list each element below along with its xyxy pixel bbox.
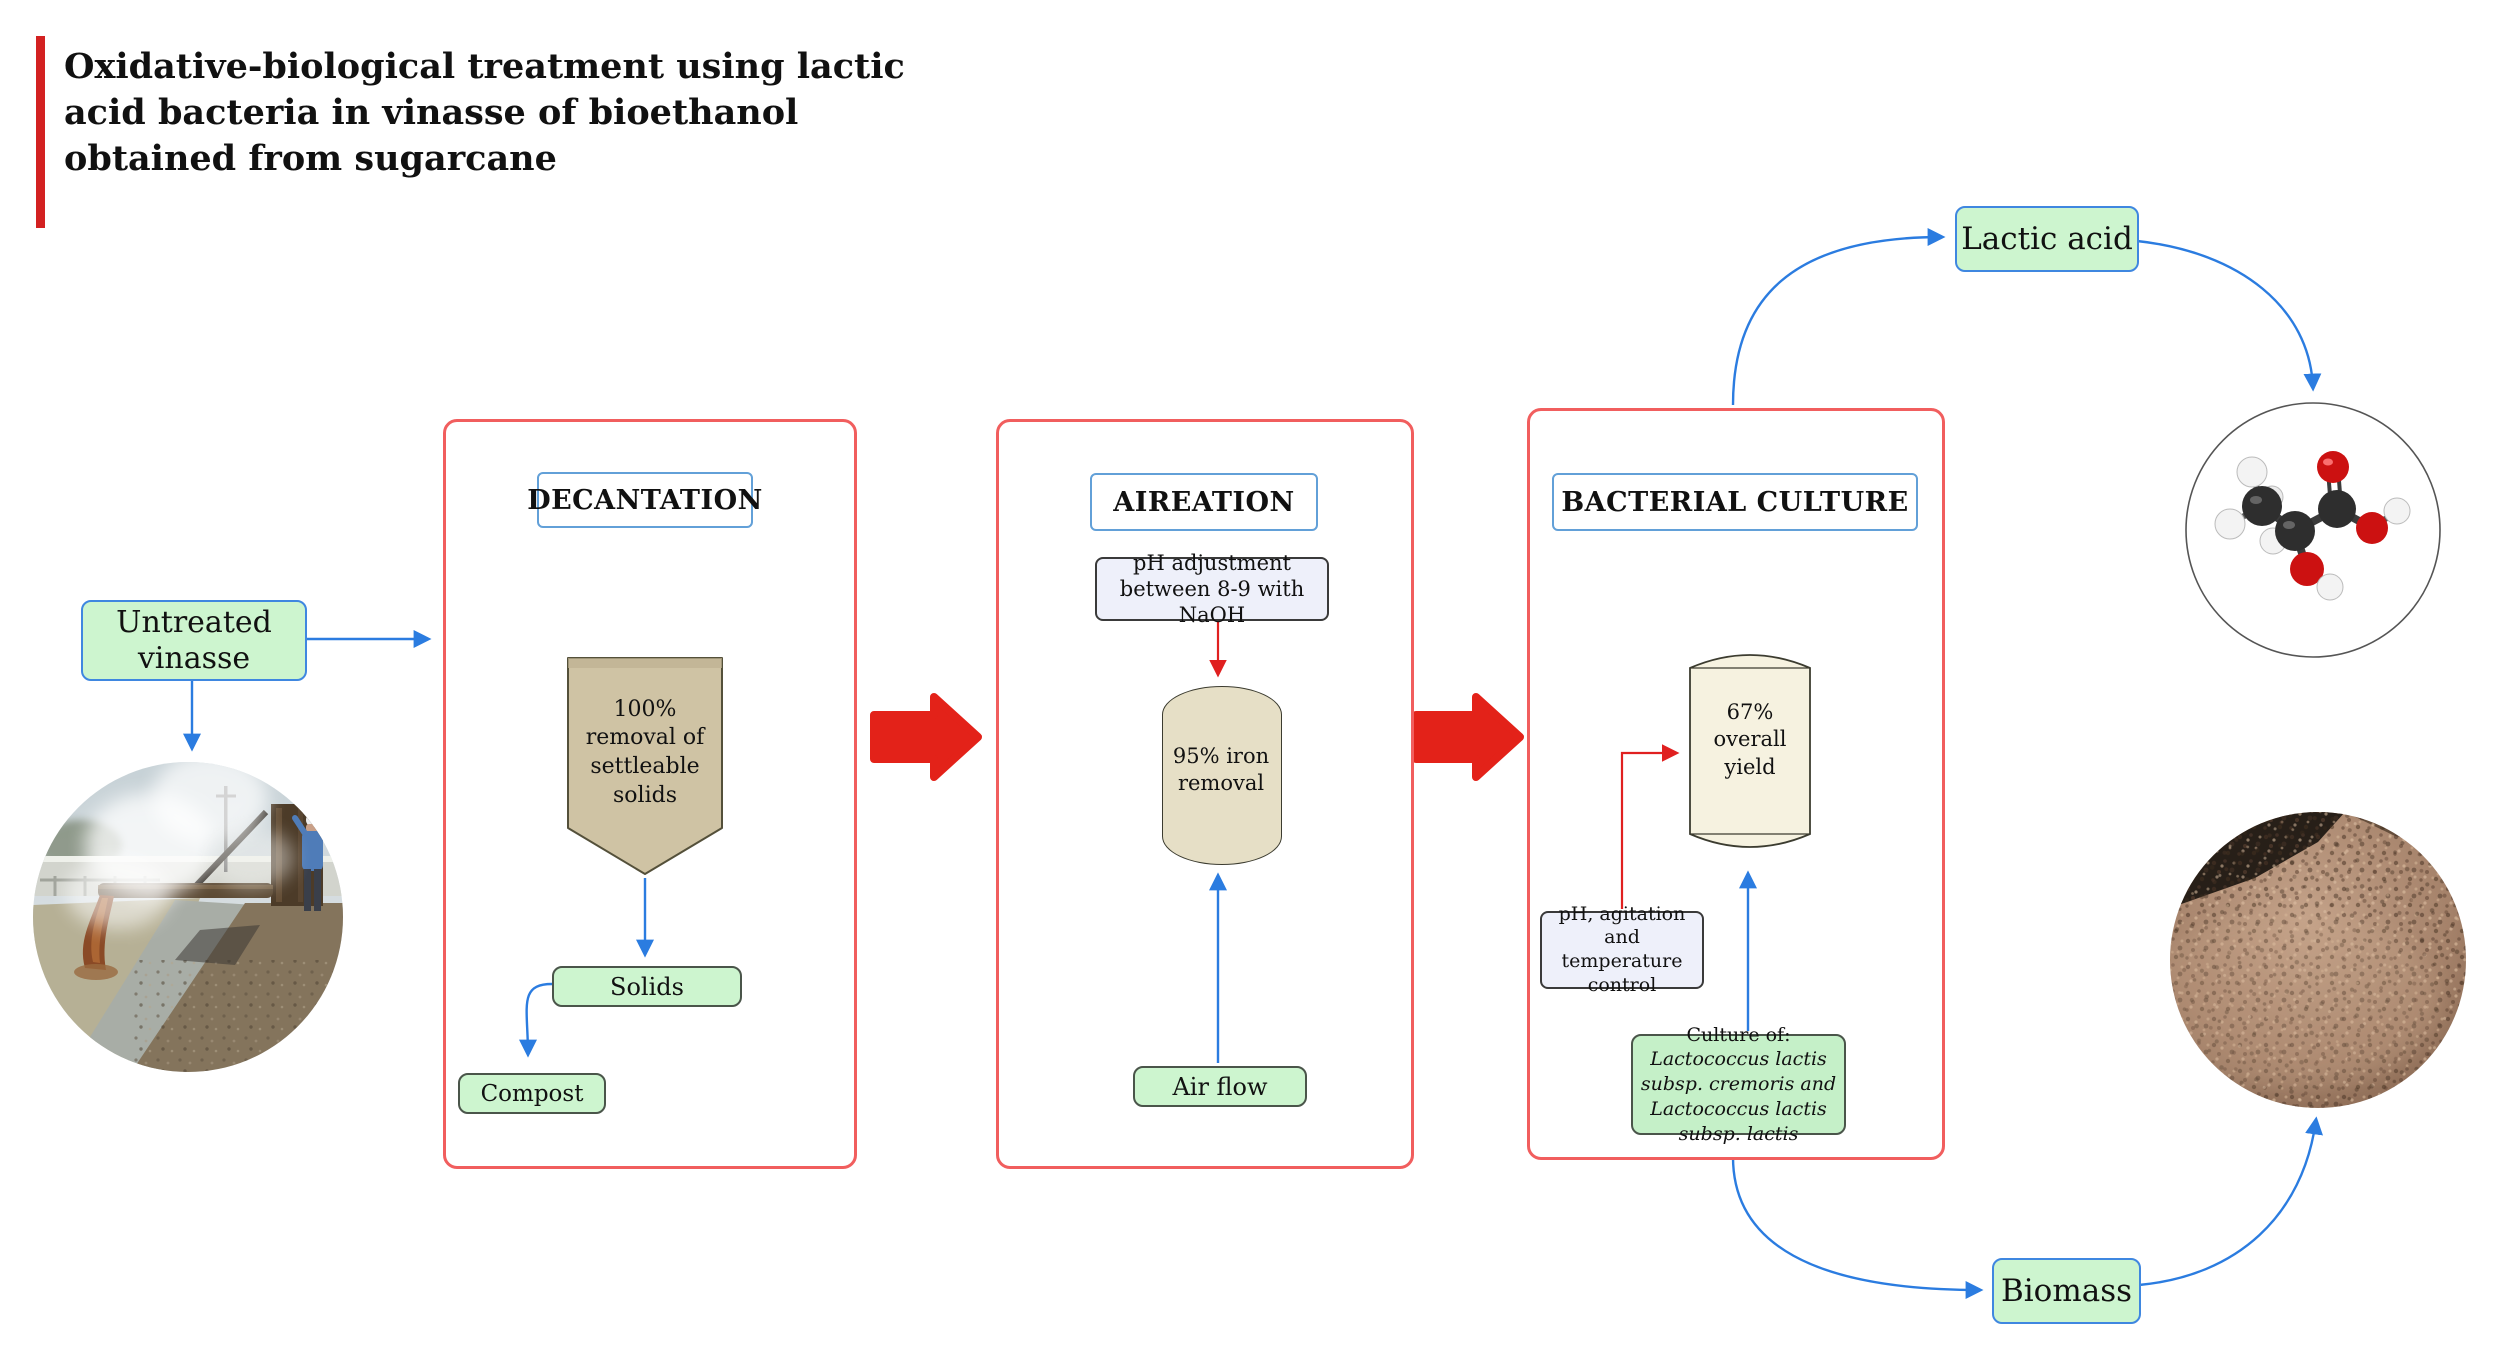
decantation-panel [443,419,857,1169]
air-flow-label: Air flow [1172,1072,1268,1101]
stage-arrow-1 [870,693,982,781]
figure-title-line: obtained from sugarcane [64,138,557,179]
stage-arrow-2 [1412,693,1524,781]
culture-vessel-shape [1689,654,1811,848]
arrow-solids-to-compost [518,982,553,1058]
figure-title: Oxidative-biological treatment using lac… [64,44,905,182]
ph-adjustment-note: pH adjustment between 8-9 with NaOH [1119,550,1305,628]
untreated-vinasse-label: Untreated vinasse [116,604,272,676]
biomass-granules-photo [2170,812,2466,1108]
compost-box: Compost [458,1073,606,1114]
bacterial-culture-title-box: BACTERIAL CULTURE [1552,473,1918,531]
solids-box: Solids [552,966,742,1007]
figure-title-line: acid bacteria in vinasse of bioethanol [64,92,799,133]
arrow-biomass-to-photo [2138,1116,2323,1287]
biomass-label: Biomass [2000,1273,2133,1309]
aireation-vessel [1162,686,1282,865]
aireation-vessel-label: 95% iron removal [1172,743,1270,795]
air-flow-box: Air flow [1133,1066,1307,1107]
aireation-title: AIREATION [1113,486,1295,518]
solids-label: Solids [610,972,684,1001]
arrow-control-to-vessel [1620,744,1680,909]
aireation-title-box: AIREATION [1090,473,1318,531]
decanter-funnel-shape [567,657,723,875]
lactic-acid-box: Lactic acid [1955,206,2139,272]
culture-vessel-label: 67% overall yield [1713,700,1787,779]
ph-adjustment-box: pH adjustment between 8-9 with NaOH [1095,551,1329,627]
arrow-panel-to-biomass [1731,1156,1984,1299]
decantation-title-box: DECANTATION [527,472,762,528]
bacterial-culture-panel [1527,408,1945,1160]
culture-box: Culture of: Lactococcus lactis subsp. cr… [1631,1024,1846,1145]
arrow-lactic-acid-to-molecule [2136,239,2322,392]
header-accent-bar [36,36,45,228]
culture-note: Culture of: Lactococcus lactis subsp. cr… [1640,1023,1837,1145]
untreated-vinasse-photo [33,762,343,1072]
biomass-box: Biomass [1992,1258,2141,1324]
untreated-vinasse-box: Untreated vinasse [81,600,307,681]
lactic-acid-label: Lactic acid [1961,221,2133,257]
funnel-label: 100% removal of settleable solids [585,696,705,808]
control-note-box: pH, agitation and temperature control [1540,903,1704,996]
control-note: pH, agitation and temperature control [1558,902,1686,996]
arrow-panel-to-lactic-acid [1731,228,1946,406]
lactic-acid-molecule [2185,402,2441,658]
aireation-panel [996,419,1414,1169]
figure-title-line: Oxidative-biological treatment using lac… [64,46,905,87]
decantation-title: DECANTATION [527,484,763,516]
bacterial-culture-title: BACTERIAL CULTURE [1561,486,1909,518]
compost-label: Compost [480,1080,584,1107]
